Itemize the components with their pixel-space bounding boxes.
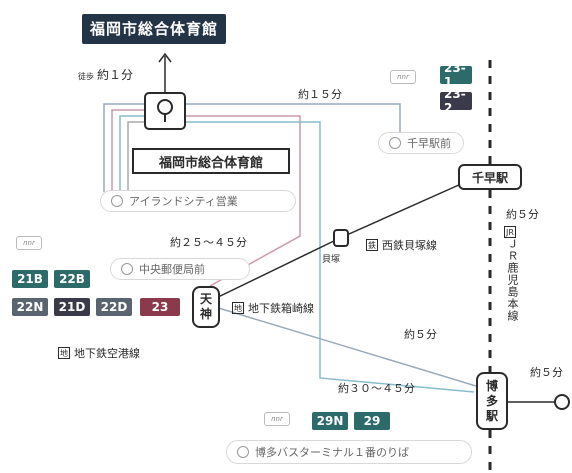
stop-island-city[interactable]: アイランドシティ営業 xyxy=(100,190,296,212)
line-subway-hakozaki: 地地下鉄箱崎線 xyxy=(232,302,314,315)
bus-route-badge: 22N xyxy=(12,298,48,316)
rail-icon: JR xyxy=(504,226,516,238)
bus-route-badge: 23 xyxy=(140,298,180,316)
bus-route-badge: 21D xyxy=(54,298,90,316)
station-tenjin[interactable]: 天神 xyxy=(192,286,220,328)
bus-logo-icon: nnr xyxy=(390,70,416,84)
bus-route-badge: 23-2 xyxy=(440,87,472,115)
bus-line-tenjin xyxy=(186,115,301,287)
bus-stop-icon xyxy=(389,137,401,149)
bus-line-c xyxy=(119,115,144,192)
bus-line-b xyxy=(111,109,144,192)
rail-icon: 地 xyxy=(232,302,244,314)
station-hakata[interactable]: 博多駅 xyxy=(476,372,508,430)
bus-logo-icon: nnr xyxy=(264,412,290,426)
time-hakata-bus: 約３０～４５分 xyxy=(338,382,415,395)
rail-icon: 鉄 xyxy=(366,239,378,251)
bus-route-badge: 29N xyxy=(312,412,348,430)
bus-route-badge: 22D xyxy=(96,298,132,316)
time-subway: 約５分 xyxy=(404,328,437,341)
time-tenjin-bus: 約２５～４５分 xyxy=(170,236,247,249)
bus-route-badge: 21B xyxy=(12,270,48,288)
bus-route-badge: 29 xyxy=(354,412,390,430)
stop-chuo-yubinkyoku[interactable]: 中央郵便局前 xyxy=(110,258,250,280)
time-chihaya-bus: 約１５分 xyxy=(298,88,342,101)
walk-time-label: 徒歩約１分 xyxy=(78,66,133,83)
kaizuka-marker xyxy=(333,229,349,247)
walk-time: 約１分 xyxy=(97,68,134,82)
time-jr: 約５分 xyxy=(506,208,539,221)
station-kaizuka-label: 貝塚 xyxy=(322,255,341,265)
rail-subway xyxy=(211,305,477,387)
bus-line-chihaya xyxy=(186,103,401,136)
bus-route-badge: 22B xyxy=(54,270,90,288)
bus-line-hakata xyxy=(186,121,475,393)
bus-stop-icon xyxy=(237,446,249,458)
stop-chihaya-ekimae[interactable]: 千早駅前 xyxy=(378,132,464,154)
bus-logo-icon: nnr xyxy=(16,236,42,250)
walk-arrowhead xyxy=(158,52,172,63)
bus-line-d xyxy=(127,121,144,192)
bus-line-a xyxy=(103,103,144,192)
line-subway-kuko: 地地下鉄空港線 xyxy=(58,347,140,360)
bus-stop-icon xyxy=(111,195,123,207)
walk-prefix: 徒歩 xyxy=(78,72,94,81)
bus-route-badge: 23-1 xyxy=(440,61,472,89)
page-title: 福岡市総合体育館 xyxy=(82,14,227,44)
next-stop-circle xyxy=(554,394,570,410)
venue-name-box: 福岡市総合体育館 xyxy=(132,148,290,174)
bus-stop-icon xyxy=(121,263,133,275)
time-hakata-right: 約５分 xyxy=(530,366,563,379)
location-pin-icon xyxy=(157,99,173,122)
station-chihaya[interactable]: 千早駅 xyxy=(458,164,522,190)
venue-pin[interactable] xyxy=(144,92,186,130)
line-nishitetsu: 鉄西鉄貝塚線 xyxy=(366,239,437,252)
stop-hakata-bus-terminal[interactable]: 博多バスターミナル１番のりば xyxy=(226,440,472,464)
rail-icon: 地 xyxy=(58,347,70,359)
